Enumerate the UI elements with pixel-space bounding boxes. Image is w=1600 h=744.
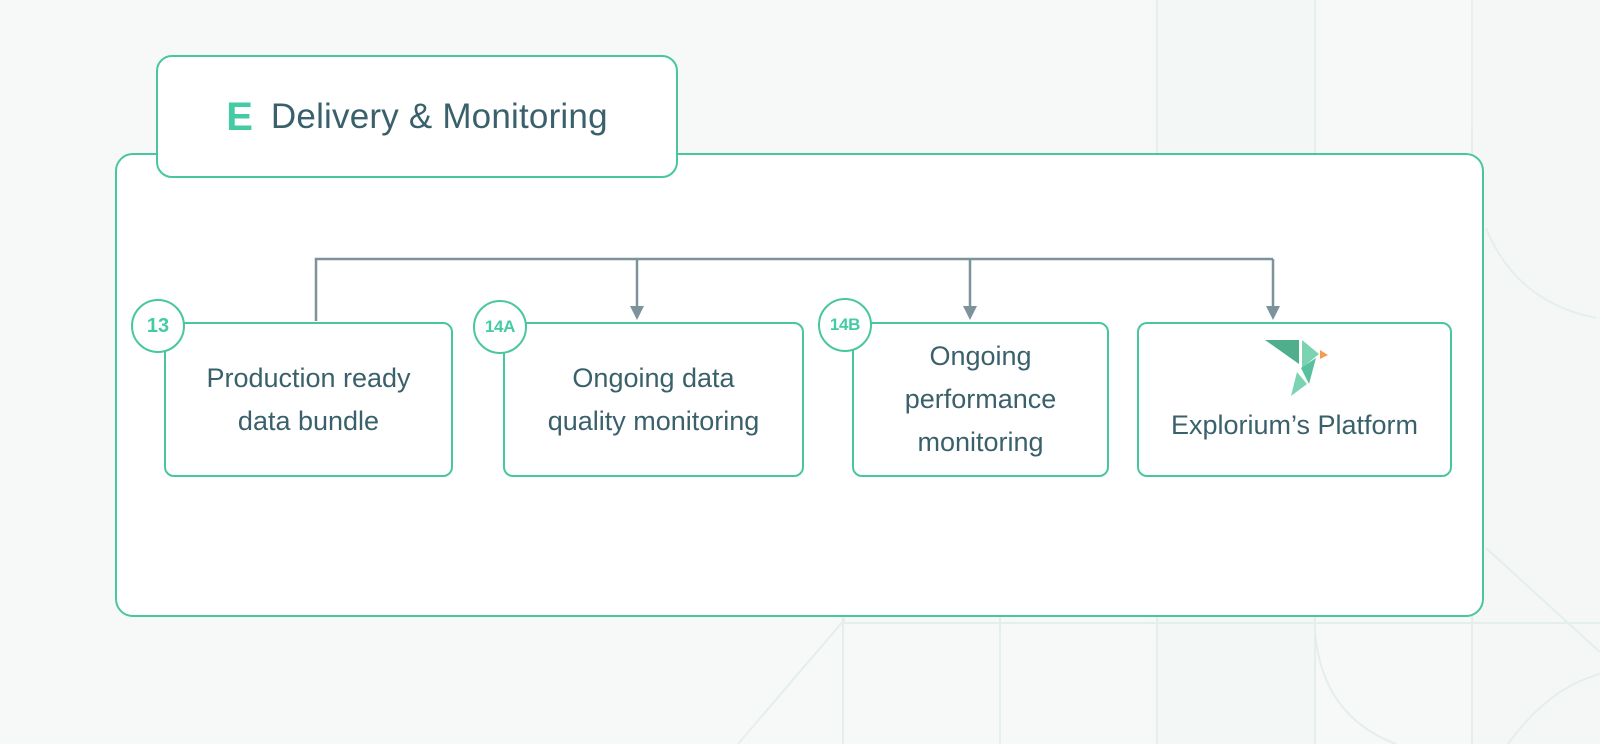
section-title-box: E Delivery & Monitoring: [156, 55, 678, 178]
node-label-line: Production ready: [206, 362, 411, 393]
node-label-line: Ongoing: [929, 341, 1032, 371]
node-box-production-ready-data-bundle: Production ready data bundle: [164, 322, 453, 477]
node-label-line: Explorium’s Platform: [1170, 410, 1419, 440]
node-label-line: Ongoing data: [572, 362, 735, 393]
section-title: Delivery & Monitoring: [270, 97, 608, 136]
background-diagonal-line: [737, 618, 846, 744]
node-label-line: monitoring: [917, 427, 1044, 457]
step-badge-14b: 14B: [818, 298, 872, 352]
arrow-down-icon: [1266, 306, 1280, 320]
logo-head-facet: [1301, 340, 1319, 368]
background-arc: [1485, 227, 1597, 319]
node-box-ongoing-performance-monitoring: Ongoing performance monitoring: [852, 322, 1109, 477]
section-letter: E: [226, 94, 253, 139]
node-label-line: quality monitoring: [547, 405, 760, 436]
arrow-down-icon: [963, 306, 977, 320]
logo-tail-facet: [1290, 372, 1307, 396]
node-box-ongoing-data-quality-monitoring: Ongoing data quality monitoring: [503, 322, 804, 477]
background-diagonal-line: [1485, 547, 1600, 653]
arrowheads: [630, 306, 1280, 320]
background-tint-column: [1472, 0, 1600, 744]
background-arc: [1507, 673, 1600, 744]
node-label-line: performance: [904, 384, 1057, 414]
background-arc: [1314, 631, 1397, 744]
logo-beak-facet: [1319, 350, 1328, 359]
step-badge-label: 14A: [484, 317, 516, 336]
connector-trunk: [314, 257, 1273, 321]
arrow-down-icon: [630, 306, 644, 320]
step-badge-14a: 14A: [473, 300, 527, 354]
logo-wing-facet: [1264, 340, 1299, 364]
connector-lines: [314, 257, 1275, 321]
node-box-exploriums-platform: Explorium’s Platform: [1137, 322, 1452, 477]
logo-body-facet: [1300, 358, 1316, 384]
step-badge-13: 13: [131, 299, 185, 353]
node-label-line: data bundle: [237, 405, 380, 436]
step-badge-label: 14B: [829, 315, 861, 334]
step-badge-label: 13: [146, 314, 170, 337]
explorium-bird-logo: [1264, 340, 1328, 396]
